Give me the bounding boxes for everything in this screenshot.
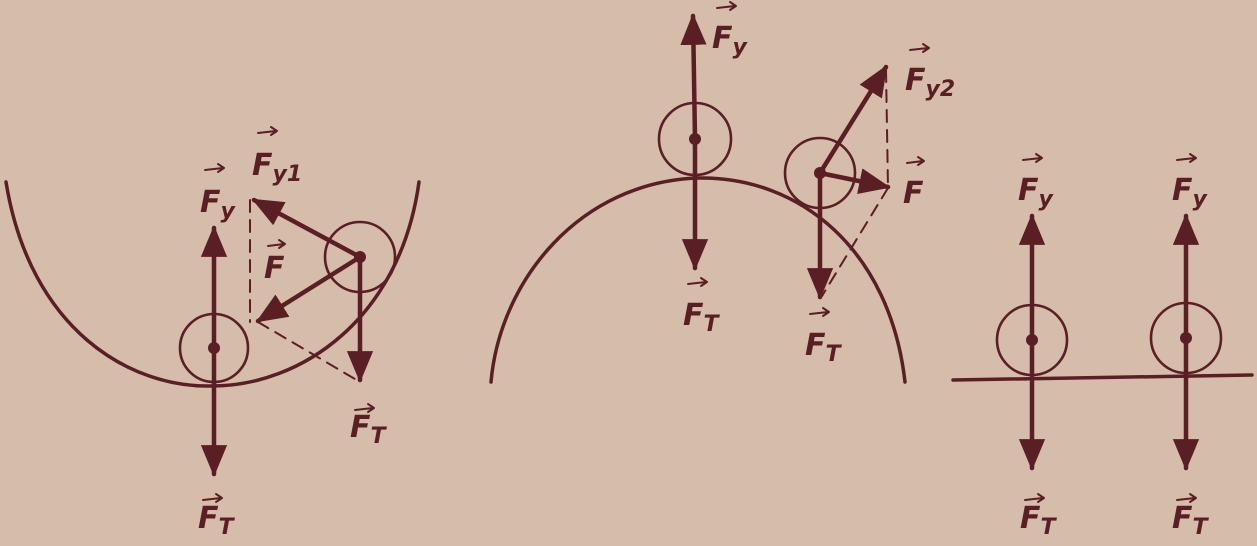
vec-mark-ft-flat-b — [1176, 493, 1197, 503]
arrow-f-right — [817, 168, 891, 195]
panel-concave-track: Fy1 Fy F FT FT — [4, 126, 421, 540]
vec-mark-ft-slope — [809, 307, 830, 317]
label-fy-flat-b: Fy — [1172, 173, 1209, 212]
vec-mark-ft-side — [354, 403, 375, 413]
vec-mark-fy1 — [257, 126, 278, 136]
label-f-left: F — [264, 251, 285, 286]
panel-flat-surface: Fy Fy FT FT — [951, 153, 1254, 540]
arrow-fy2 — [817, 64, 889, 176]
panel-convex-track: Fy Fy2 F FT FT — [489, 1, 955, 384]
vec-mark-ft-bottom — [202, 493, 223, 503]
vec-mark-fy-flat-a — [1022, 153, 1043, 163]
label-ft-flat-b: FT — [1172, 501, 1210, 540]
vec-mark-ft-flat-a — [1024, 493, 1045, 503]
dashed-guide-2 — [257, 321, 361, 383]
label-fy-top: Fy — [712, 21, 749, 60]
vec-mark-fy-left — [204, 163, 225, 173]
vec-mark-f-right — [906, 156, 925, 166]
vec-mark-f-left — [267, 239, 286, 249]
label-ft-bottom: FT — [198, 501, 236, 540]
label-fy2: Fy2 — [905, 63, 955, 102]
label-ft-flat-a: FT — [1020, 501, 1058, 540]
vec-mark-fy-flat-b — [1176, 153, 1197, 163]
label-fy-left: Fy — [200, 185, 237, 224]
label-fy1: Fy1 — [252, 148, 302, 187]
convex-track-curve — [489, 176, 907, 384]
label-fy-flat-a: Fy — [1018, 173, 1055, 212]
label-ft-slope: FT — [805, 328, 843, 367]
flat-surface-line — [951, 373, 1254, 382]
label-ft-top: FT — [683, 298, 721, 337]
vec-mark-ft-top — [687, 277, 708, 287]
arrow-fy-top — [680, 13, 707, 142]
arrow-f-left — [255, 254, 363, 324]
arrow-fy1 — [251, 197, 363, 260]
label-ft-side: FT — [350, 410, 388, 449]
label-f-right: F — [903, 176, 924, 211]
vec-mark-fy-top — [716, 1, 737, 11]
vec-mark-fy2 — [909, 43, 930, 53]
dashed-guide-3 — [885, 69, 889, 189]
dashed-guide-4 — [821, 187, 889, 297]
